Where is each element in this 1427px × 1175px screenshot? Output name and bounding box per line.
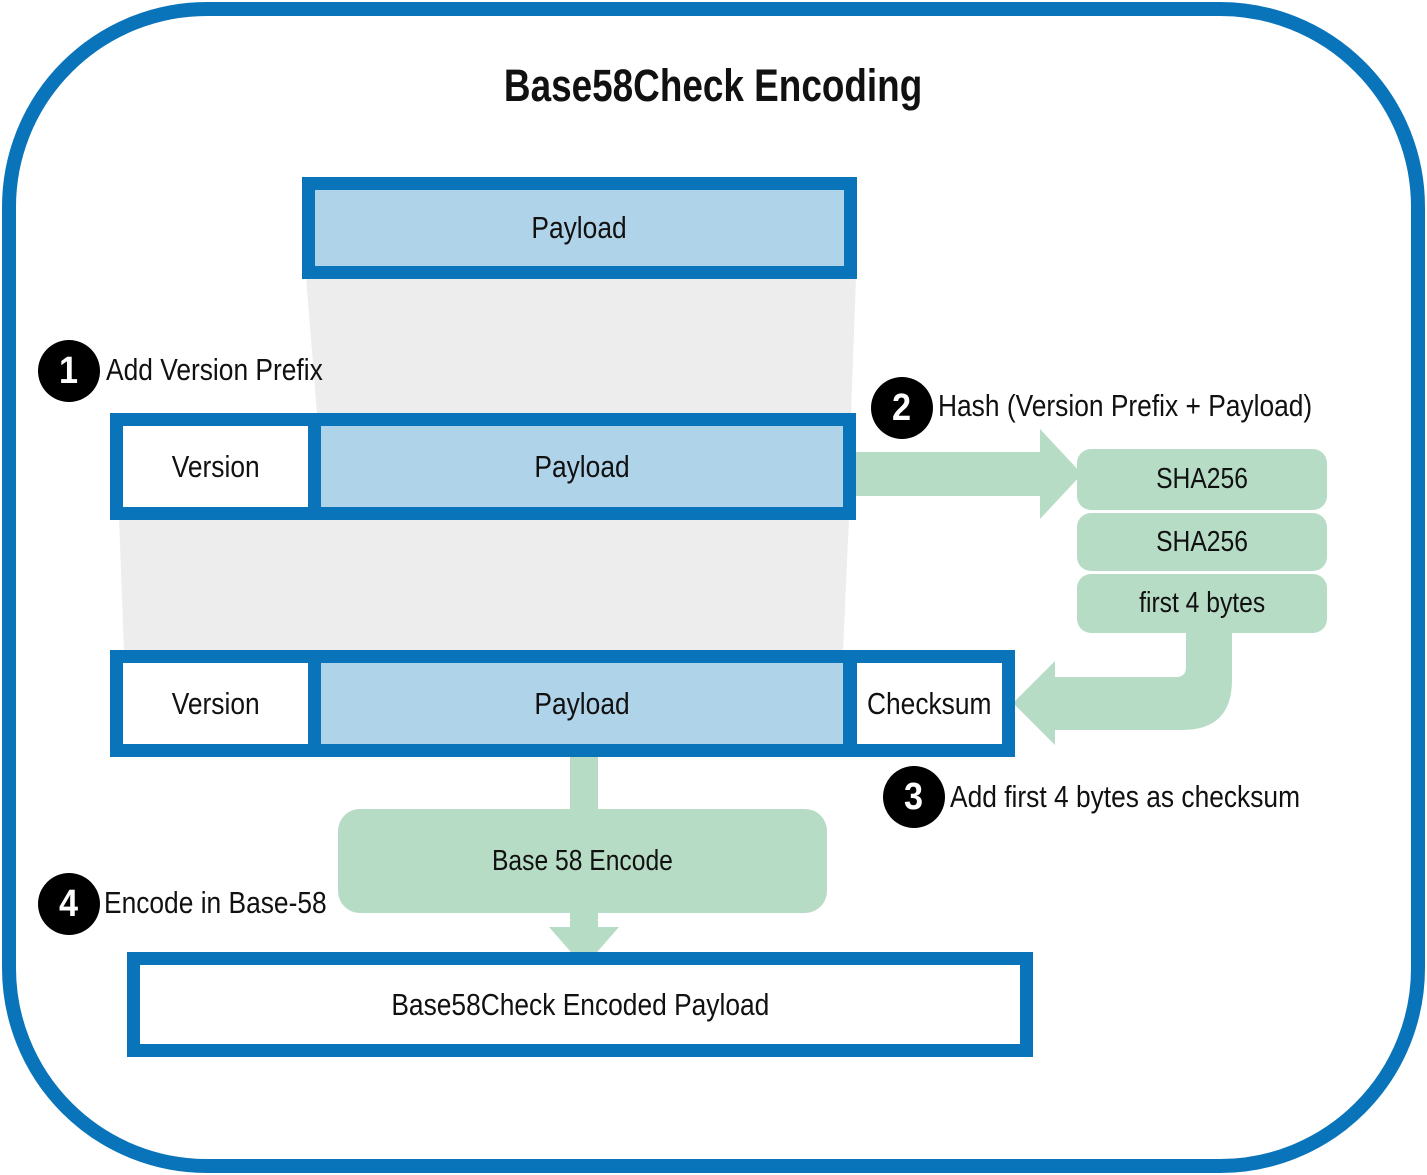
- payload-box-row3: Payload: [308, 650, 856, 757]
- payload-box-top: Payload: [302, 177, 857, 279]
- payload-box-row2: Payload: [308, 413, 856, 520]
- step-4-label: Encode in Base-58: [104, 885, 327, 920]
- step-1-badge: 1: [38, 340, 100, 402]
- version-box-row3-label: Version: [171, 685, 260, 721]
- payload-box-row2-label: Payload: [534, 448, 630, 484]
- checksum-box-label: Checksum: [867, 685, 992, 721]
- first-4-bytes-box-label: first 4 bytes: [1138, 587, 1266, 619]
- version-box-row2: Version: [110, 413, 321, 520]
- sha256-box-1: SHA256: [1077, 449, 1327, 510]
- version-box-row3: Version: [110, 650, 321, 757]
- diagram-title: Base58Check Encoding: [504, 60, 923, 111]
- step-1-label: Add Version Prefix: [106, 352, 323, 387]
- base58check-encoded-payload-box: Base58Check Encoded Payload: [127, 952, 1033, 1057]
- sha256-box-2-label: SHA256: [1156, 525, 1248, 558]
- base58-encode-box: Base 58 Encode: [338, 809, 827, 913]
- sha256-box-2: SHA256: [1077, 513, 1327, 571]
- checksum-box: Checksum: [844, 650, 1015, 757]
- version-box-row2-label: Version: [171, 448, 260, 484]
- base58check-encoded-payload-label: Base58Check Encoded Payload: [391, 986, 769, 1022]
- payload-box-top-label: Payload: [531, 210, 628, 245]
- step-3-badge: 3: [883, 766, 945, 828]
- step-4-badge: 4: [38, 873, 100, 935]
- first-4-bytes-box: first 4 bytes: [1077, 574, 1327, 633]
- base58-encode-box-label: Base 58 Encode: [492, 844, 673, 877]
- payload-box-row3-label: Payload: [534, 685, 630, 721]
- step-2-badge: 2: [871, 377, 933, 439]
- step-3-label: Add first 4 bytes as checksum: [950, 779, 1301, 814]
- step-2-label: Hash (Version Prefix + Payload): [938, 388, 1313, 423]
- sha256-box-1-label: SHA256: [1156, 463, 1248, 495]
